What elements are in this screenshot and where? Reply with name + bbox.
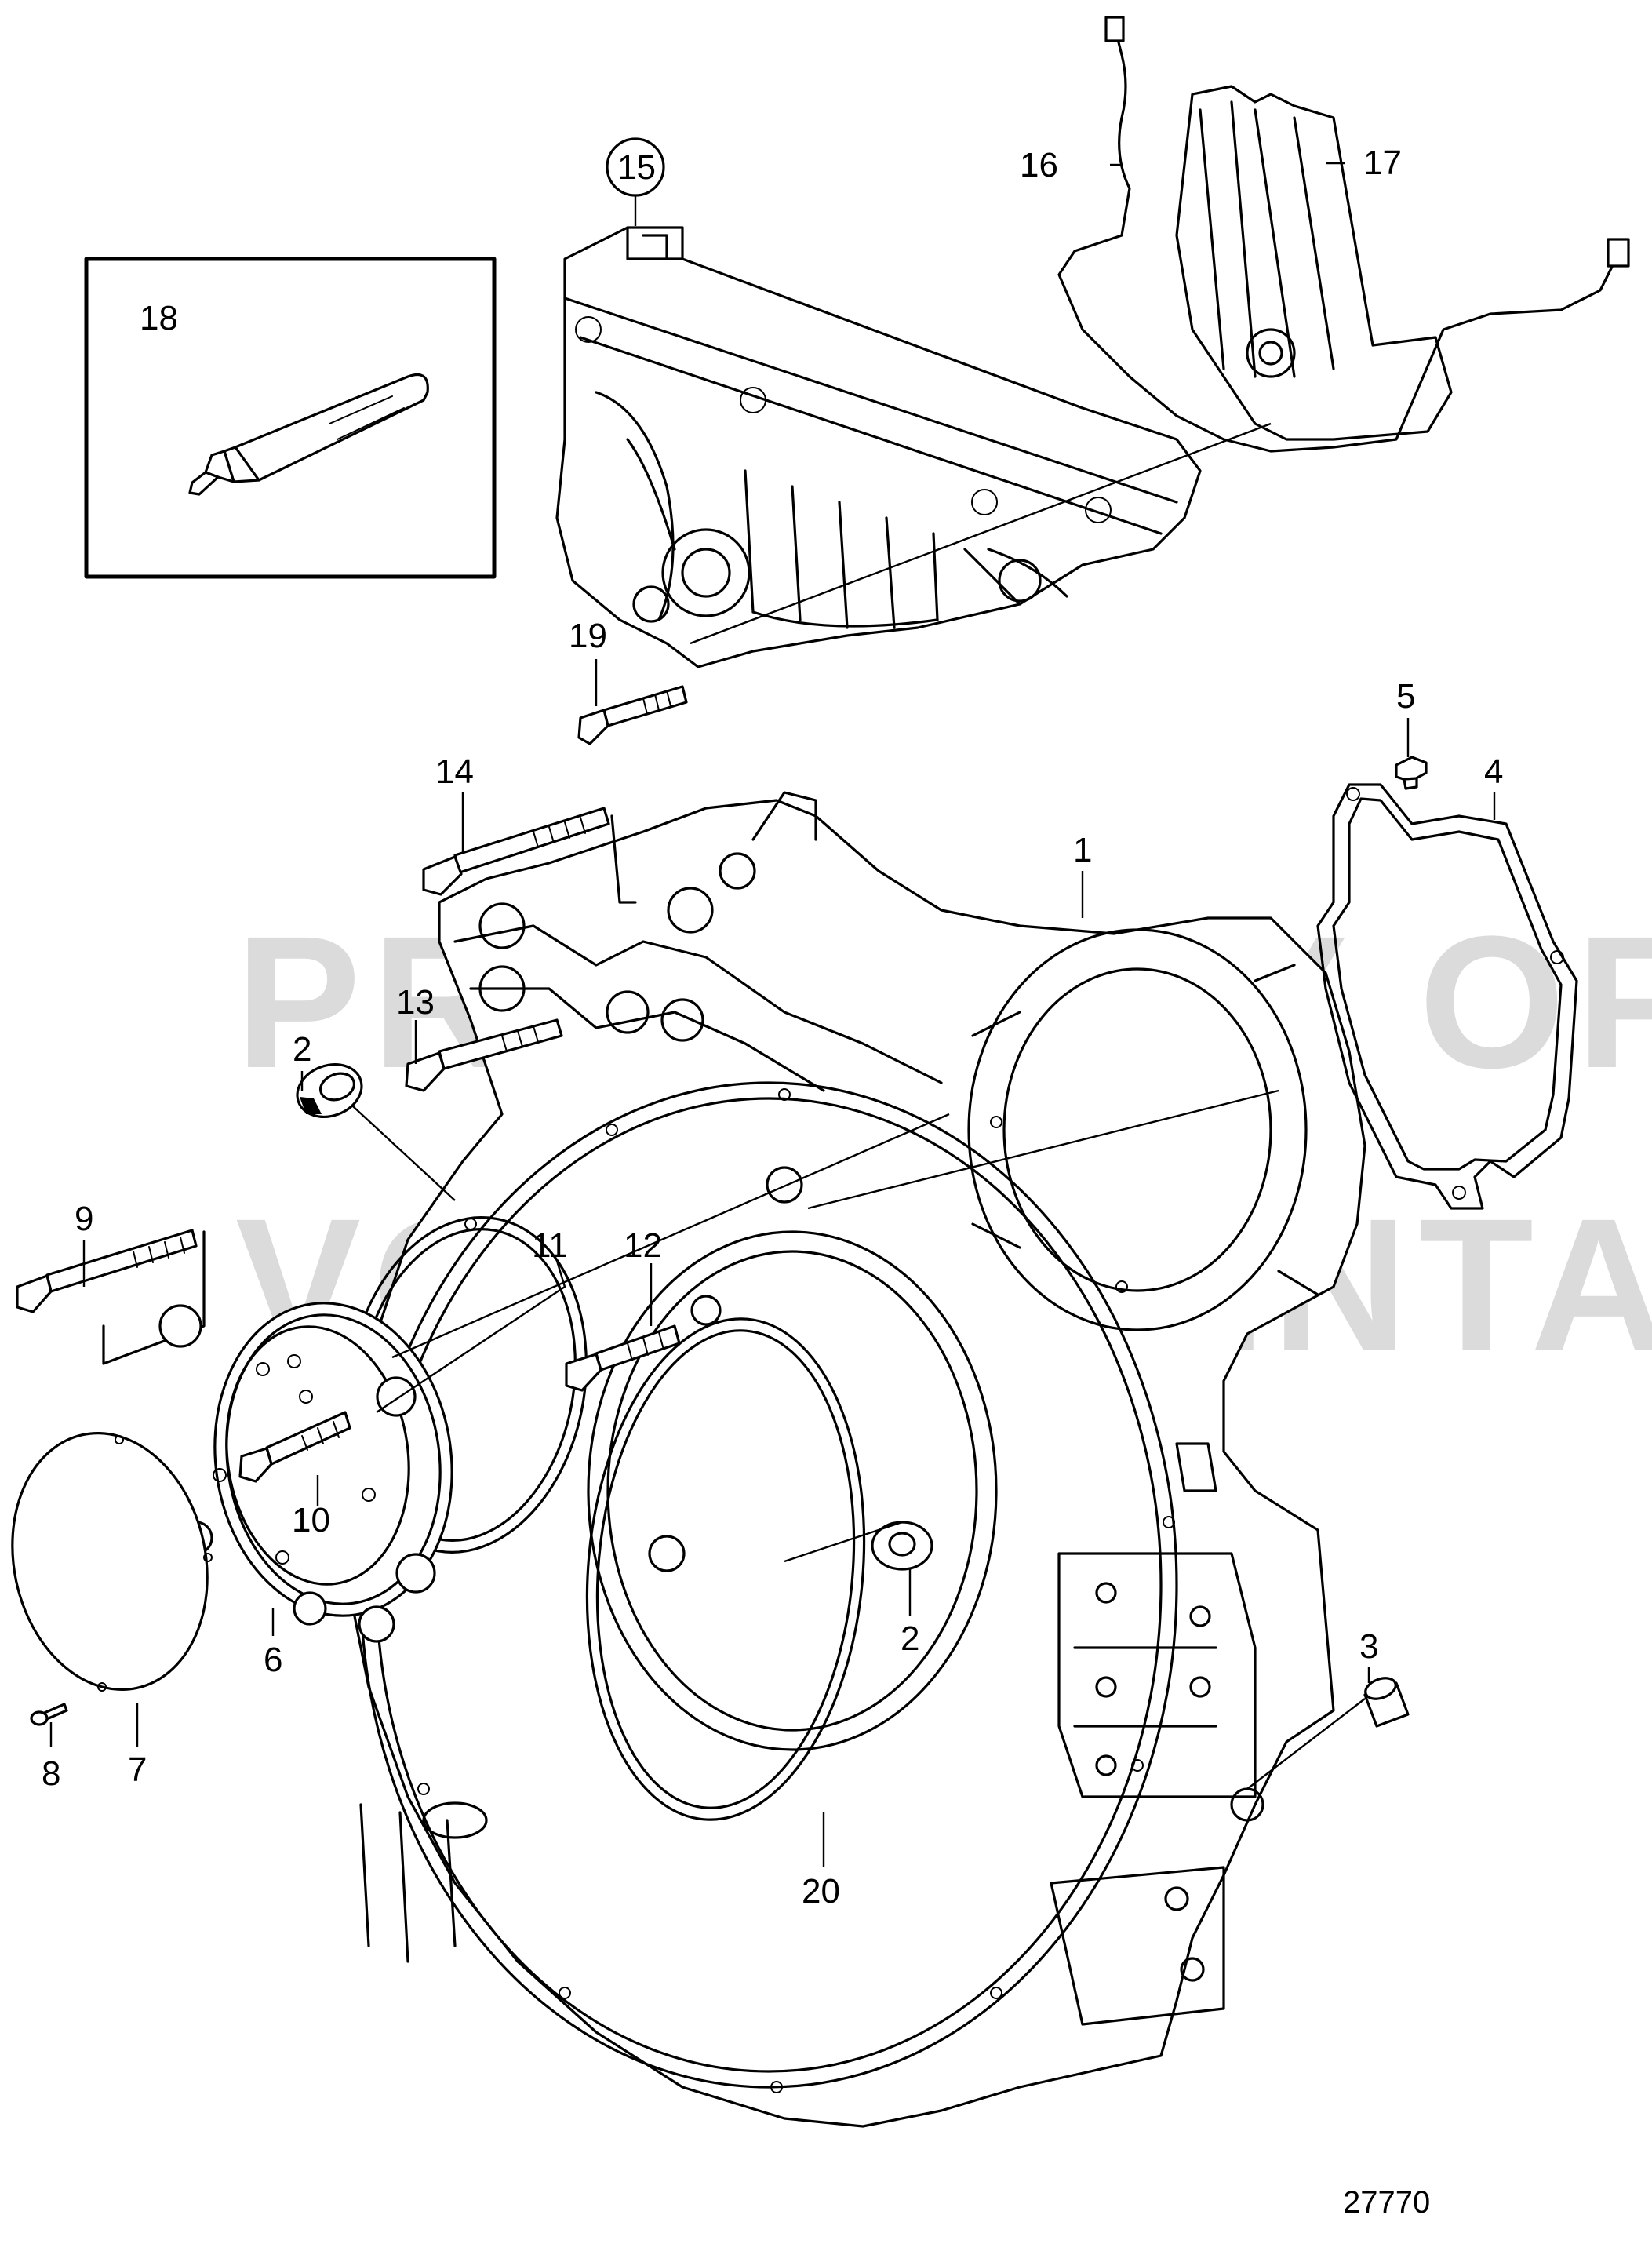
part-20-o-ring	[585, 1317, 866, 1821]
part-4-gasket	[1316, 783, 1578, 1210]
part-3-dowel-pin	[1363, 1677, 1410, 1728]
part-15-bracket-assembly	[555, 226, 1202, 668]
callout-labels: 18 15 16 17 19 5 4 1 14 13 2 9 11 12 10 …	[42, 137, 1503, 1911]
callout-14: 14	[435, 752, 474, 791]
callout-11: 11	[532, 1226, 568, 1265]
callout-1: 1	[1073, 831, 1092, 869]
callout-5: 5	[1396, 677, 1415, 716]
callout-2-lower: 2	[901, 1619, 919, 1658]
callout-16: 16	[1020, 146, 1058, 184]
part-10-bolt	[238, 1411, 351, 1483]
part-1-flywheel-housing	[344, 791, 1366, 2128]
callout-2-upper: 2	[293, 1030, 311, 1069]
part-17-cover-gasket	[1175, 85, 1453, 441]
part-7-cover-plate	[11, 1432, 213, 1692]
callout-17: 17	[1363, 144, 1402, 182]
part-19-bolt	[577, 685, 688, 745]
part-14-bolt	[422, 807, 637, 904]
figure-id: 27770	[1343, 2185, 1430, 2220]
part-18-frame	[84, 257, 497, 579]
callout-3: 3	[1359, 1627, 1378, 1666]
callout-4: 4	[1484, 752, 1503, 791]
callout-19: 19	[569, 617, 607, 655]
part-5-bolt	[1395, 756, 1428, 790]
callout-9: 9	[75, 1200, 93, 1238]
part-16-wiring-harness	[1057, 16, 1630, 453]
callout-7: 7	[128, 1750, 147, 1789]
callout-18: 18	[140, 299, 178, 337]
callout-15-circle	[606, 137, 665, 197]
part-18-sealant-tube	[84, 257, 497, 579]
callout-13: 13	[396, 983, 435, 1022]
part-2-plug-upper	[296, 1063, 363, 1118]
callout-8: 8	[42, 1754, 60, 1793]
callout-20: 20	[802, 1872, 840, 1911]
callout-10: 10	[292, 1501, 330, 1539]
callout-6: 6	[264, 1641, 282, 1679]
leader-lines	[49, 162, 1496, 1867]
callout-15: 15	[617, 148, 656, 187]
part-12-bolt	[565, 1324, 681, 1392]
callout-12: 12	[624, 1226, 662, 1265]
part-8-screw	[30, 1703, 68, 1726]
